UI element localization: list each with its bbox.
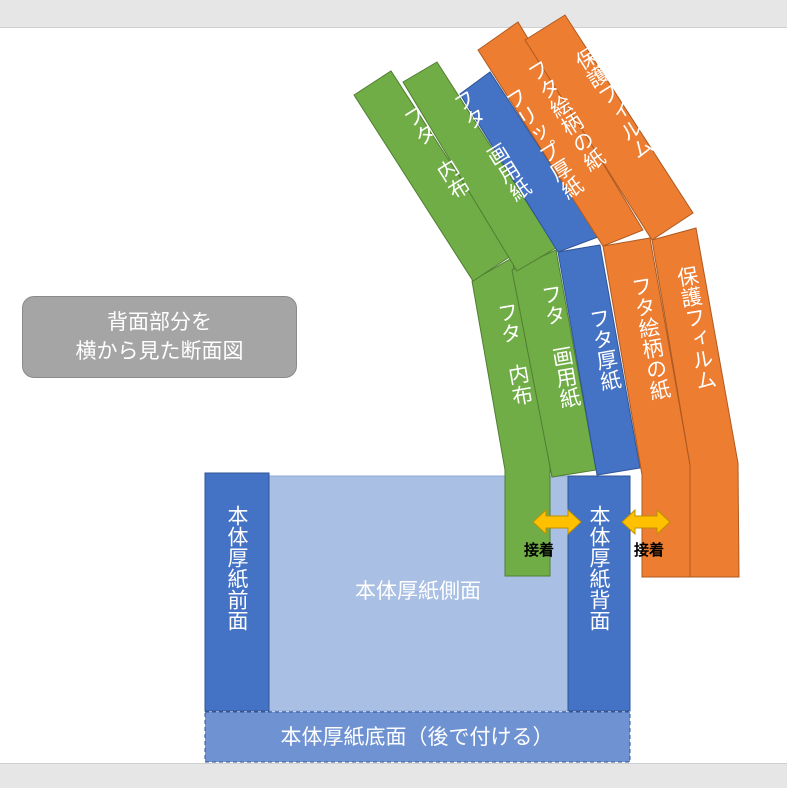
glue-label: 接着 bbox=[634, 541, 664, 559]
body-front-label: 本体厚紙前面 bbox=[225, 505, 249, 631]
callout-line-1: 背面部分を bbox=[107, 310, 212, 334]
upper-strip-art-paper bbox=[477, 21, 644, 247]
upper-strip-film bbox=[524, 14, 694, 241]
top-toolbar-strip bbox=[0, 0, 787, 28]
body-bottom-label: 本体厚紙底面（後で付ける） bbox=[281, 725, 554, 749]
body-side-label: 本体厚紙側面 bbox=[355, 579, 481, 603]
body-back-panel bbox=[567, 475, 631, 712]
double-arrow-icon bbox=[532, 508, 582, 536]
body-bottom-panel bbox=[204, 711, 631, 763]
body-back-label: 本体厚紙背面 bbox=[587, 505, 611, 631]
glue-label: 接着 bbox=[524, 541, 554, 559]
callout-line-2: 横から見た断面図 bbox=[75, 339, 244, 363]
double-arrow-icon bbox=[621, 508, 671, 536]
bottom-status-strip bbox=[0, 763, 787, 788]
body-front-panel bbox=[204, 472, 270, 712]
lower-strip-board bbox=[557, 244, 641, 476]
lower-strip-film bbox=[651, 227, 740, 578]
callout-box: 背面部分を 横から見た断面図 bbox=[22, 296, 297, 378]
